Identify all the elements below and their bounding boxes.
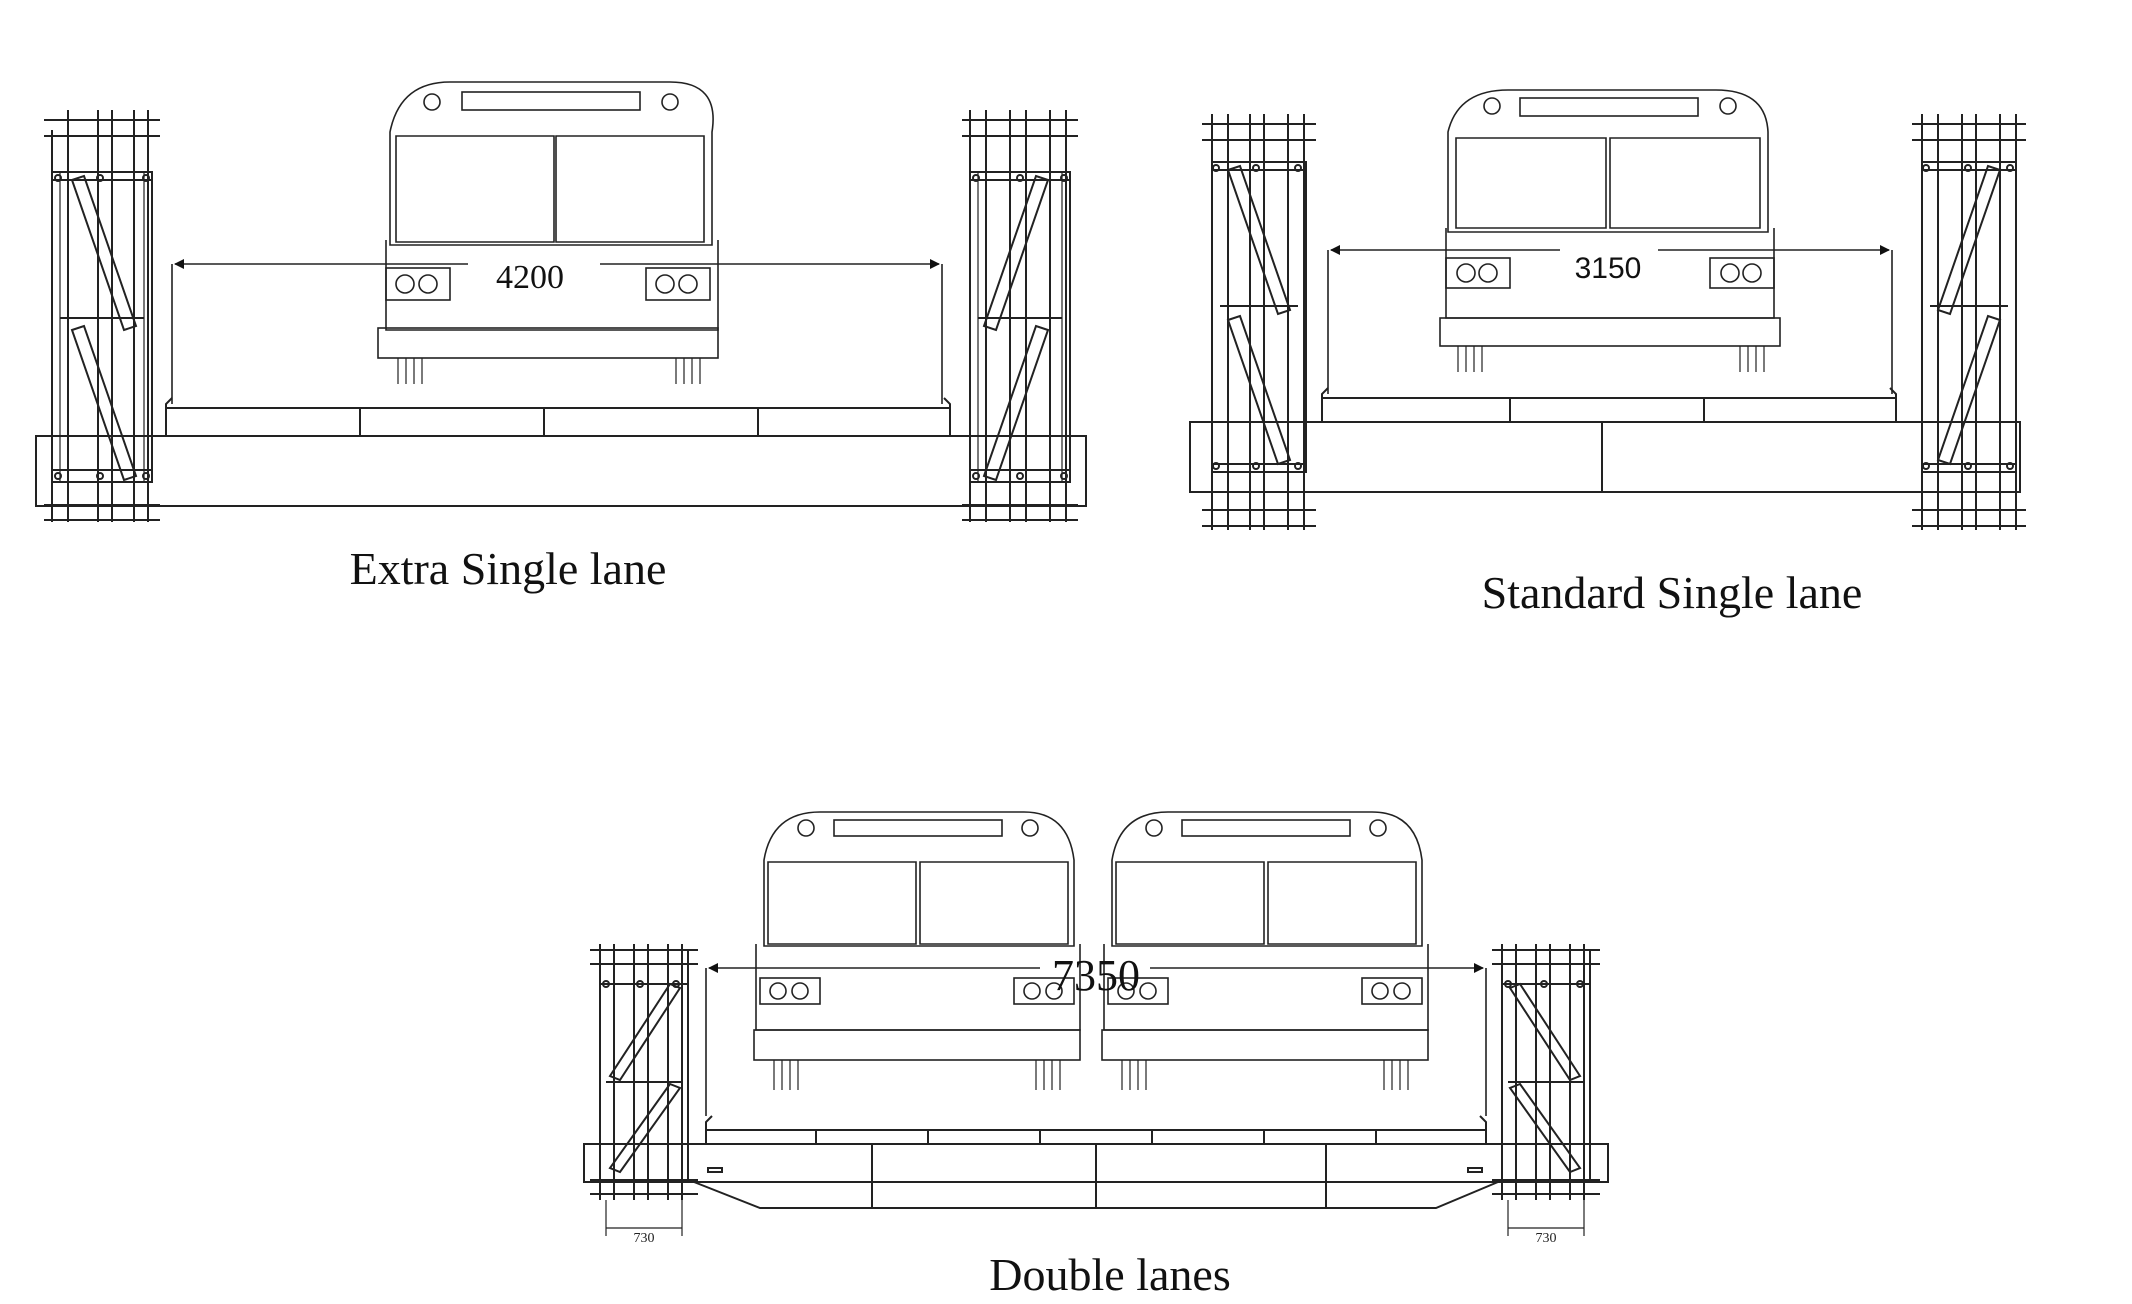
left-truss-panel [1202,114,1316,530]
left-truss-panel [590,944,698,1236]
base-beam [1189,421,2021,493]
left-truss-panel [44,110,160,522]
caption-double-lanes: Double lanes [989,1249,1230,1300]
bus-front-view [377,81,719,384]
deck [705,1115,1487,1145]
deck [1321,387,1897,423]
base-beam [583,1143,1609,1209]
width-dimension-line [171,259,943,404]
right-truss-panel [1492,944,1600,1236]
post-label-right: 730 [1536,1231,1557,1246]
bus-front-view-left [753,811,1081,1090]
caption-standard-single-lane: Standard Single lane [1482,567,1863,618]
width-label-extra: 4200 [496,259,564,296]
caption-extra-single-lane: Extra Single lane [350,543,667,594]
diagram-standard-single-lane [1189,89,2026,530]
bus-front-view-right [1101,811,1429,1090]
width-dimension-line [1327,245,1893,394]
diagram-extra-single-lane [35,81,1087,522]
deck [165,397,951,437]
width-label-double: 7350 [1052,951,1140,1000]
right-truss-panel [1912,114,2026,530]
right-truss-panel [962,110,1078,522]
diagram-double-lanes [583,811,1609,1236]
base-beam [35,435,1087,507]
width-label-standard: 3150 [1575,252,1642,285]
width-dimension-line [705,963,1487,1116]
bus-front-view [1439,89,1781,372]
post-label-left: 730 [634,1231,655,1246]
